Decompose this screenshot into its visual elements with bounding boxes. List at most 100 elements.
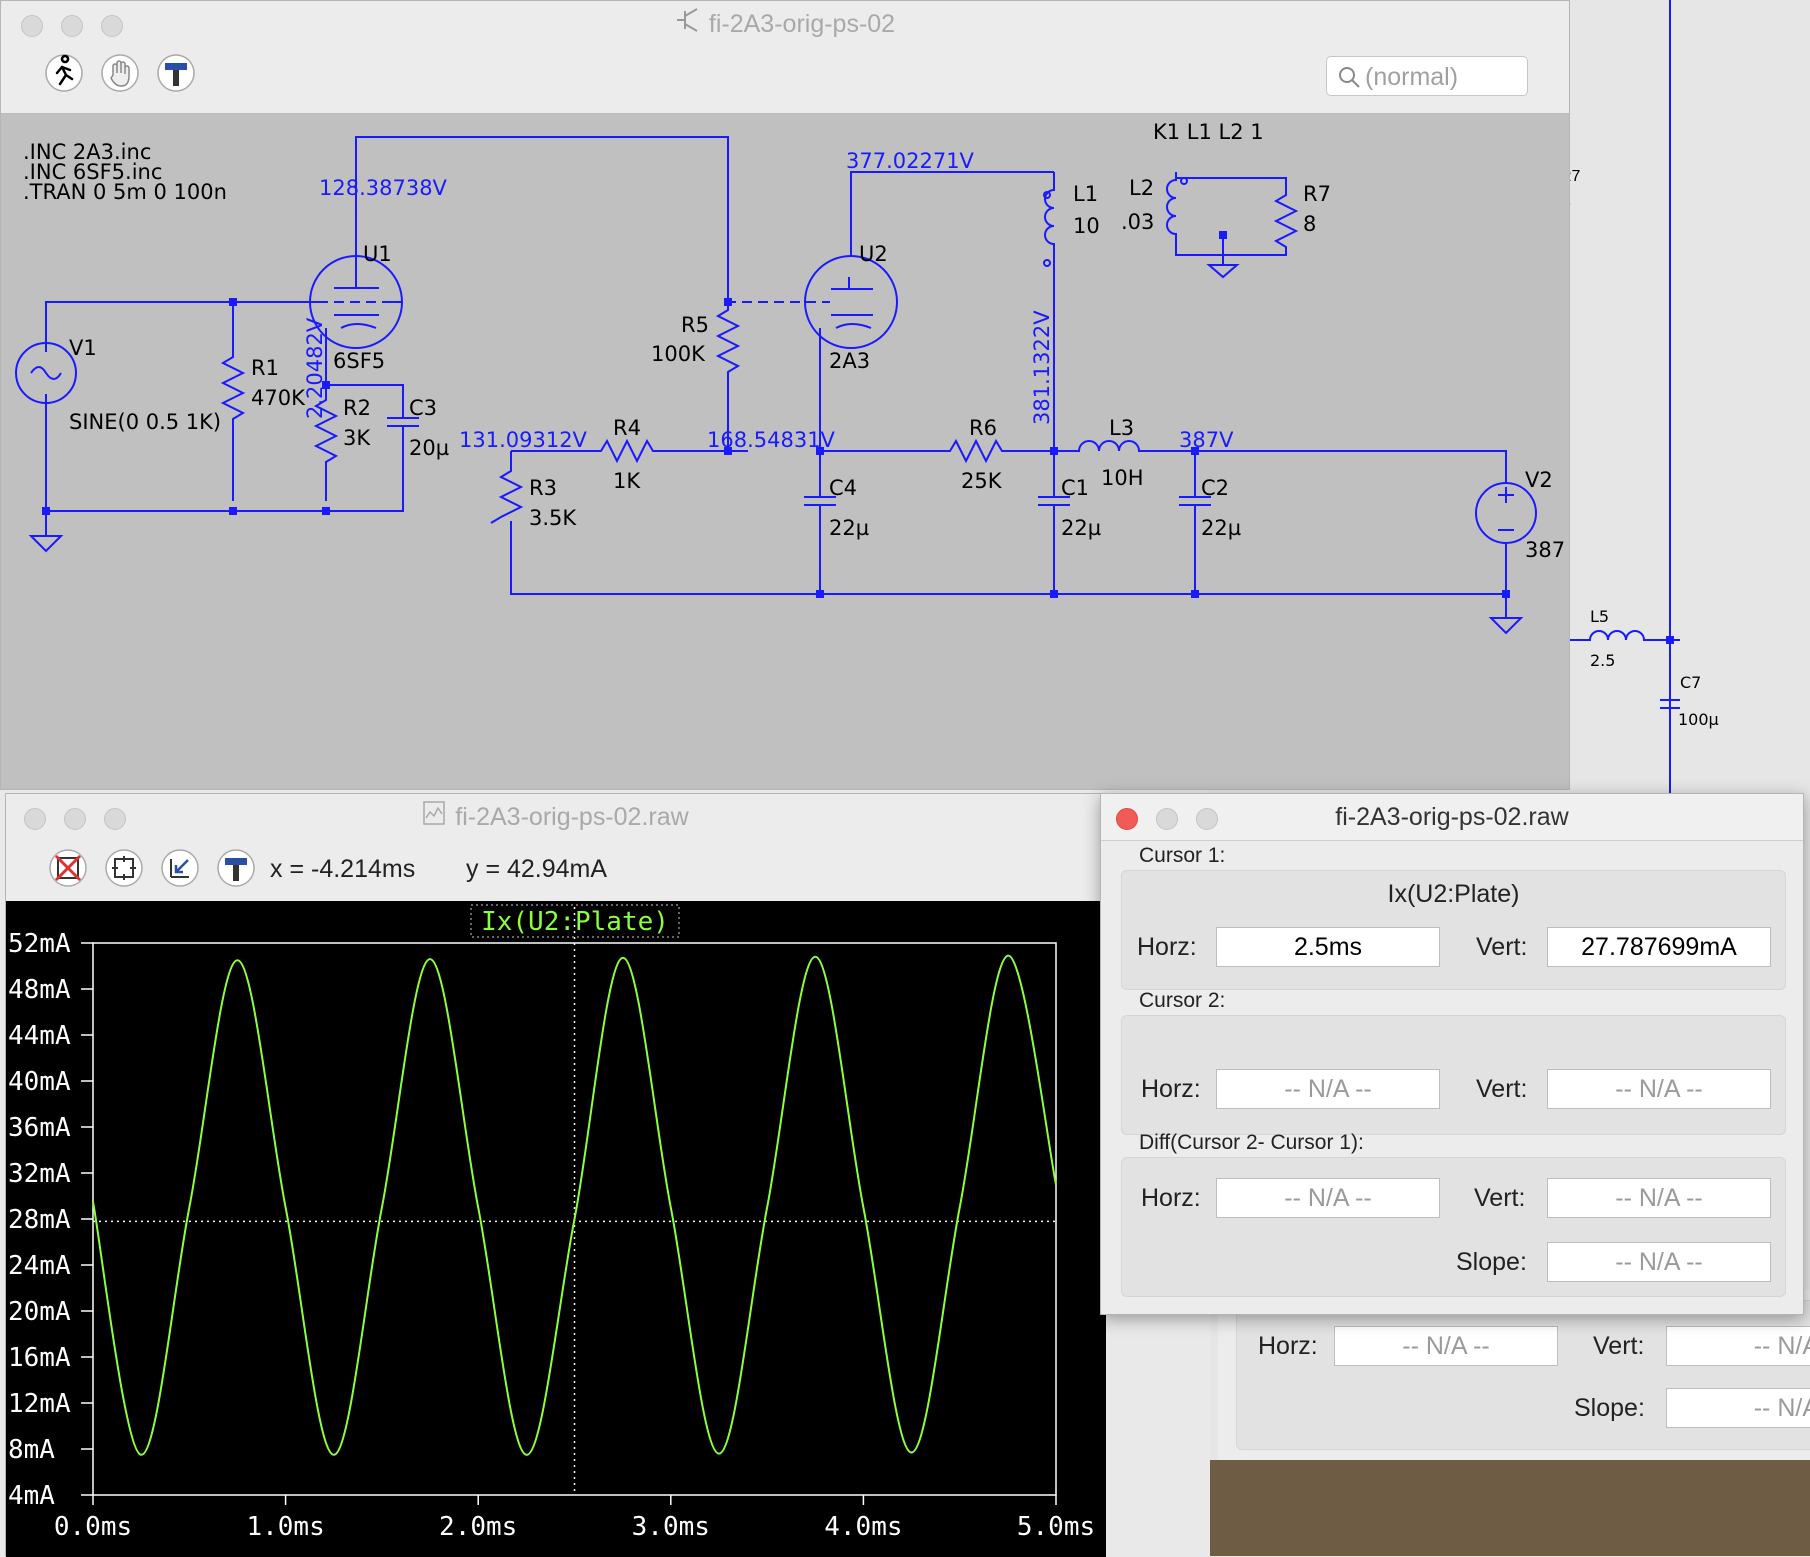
y-tick-label: 12mA	[8, 1389, 71, 1419]
cursor-title: fi-2A3-orig-ps-02.raw	[1335, 803, 1569, 831]
cursor2-vert-field[interactable]: -- N/A --	[1547, 1069, 1771, 1109]
r2-label: R2	[343, 396, 371, 420]
diff-horz-field[interactable]: -- N/A --	[1216, 1178, 1440, 1218]
waveform-close-button[interactable]	[24, 808, 46, 830]
autorange-icon[interactable]	[48, 848, 88, 888]
cursor1-vert-label: Vert:	[1476, 933, 1528, 961]
r6-label: R6	[969, 416, 997, 440]
directive-k1: K1 L1 L2 1	[1153, 120, 1264, 144]
voltage-2: 2.20482V	[303, 317, 327, 419]
u1-label: U1	[363, 242, 392, 266]
halt-icon[interactable]	[100, 53, 140, 93]
r5-value: 100K	[651, 342, 706, 366]
u1-value: 6SF5	[333, 349, 385, 373]
r2-value: 3K	[343, 426, 371, 450]
directive-inc-2a3: .INC 2A3.inc	[23, 140, 151, 164]
c2-label: C2	[1201, 476, 1229, 500]
waveform-plot[interactable]: 52mA48mA44mA40mA36mA32mA28mA24mA20mA16mA…	[6, 901, 1106, 1557]
r3-value: 3.5K	[529, 506, 577, 530]
readout-x: x = -4.214ms	[270, 855, 416, 883]
v1-value: SINE(0 0.5 1K)	[69, 410, 221, 434]
x-tick-label: 4.0ms	[824, 1512, 902, 1542]
bg-slope-label: Slope:	[1574, 1394, 1645, 1422]
cursor-titlebar	[1101, 794, 1803, 841]
directive-inc-6sf5: .INC 6SF5.inc	[23, 160, 162, 184]
search-field[interactable]: (normal)	[1326, 56, 1528, 96]
minimize-button[interactable]	[61, 15, 83, 37]
schematic-titlebar	[1, 1, 1569, 114]
voltage-387: 387V	[1179, 428, 1234, 452]
waveform-minimize-button[interactable]	[64, 808, 86, 830]
v1-label: V1	[69, 336, 97, 360]
l2-value: .03	[1121, 210, 1154, 234]
diff-label: Diff(Cursor 2- Cursor 1):	[1139, 1131, 1364, 1154]
voltage-128: 128.38738V	[319, 176, 448, 200]
y-tick-label: 36mA	[8, 1113, 71, 1143]
waveform-doc-icon	[421, 795, 447, 841]
r3-label: R3	[529, 476, 557, 500]
cursor1-label: Cursor 1:	[1139, 844, 1226, 867]
zoom-extents-icon[interactable]	[104, 848, 144, 888]
y-tick-label: 48mA	[8, 975, 71, 1005]
l2-label: L2	[1129, 176, 1154, 200]
cursor2-horz-field[interactable]: -- N/A --	[1216, 1069, 1440, 1109]
y-tick-label: 32mA	[8, 1159, 71, 1189]
run-icon[interactable]	[44, 53, 84, 93]
x-tick-label: 2.0ms	[439, 1512, 517, 1542]
diff-vert-field[interactable]: -- N/A --	[1547, 1178, 1771, 1218]
cursor2-label: Cursor 2:	[1139, 989, 1226, 1012]
y-tick-label: 40mA	[8, 1067, 71, 1097]
waveform-zoom-button[interactable]	[104, 808, 126, 830]
x-tick-label: 5.0ms	[1017, 1512, 1095, 1542]
bg-slope-field[interactable]: -- N/A	[1666, 1388, 1810, 1428]
waveform-title: fi-2A3-orig-ps-02.raw	[6, 794, 1104, 840]
cursor1-vert-field[interactable]: 27.787699mA	[1547, 927, 1771, 967]
background-cursor-window: Horz: -- N/A -- Vert: -- N/A Slope: -- N…	[1218, 1290, 1810, 1460]
bg-horz-label: Horz:	[1258, 1332, 1318, 1360]
diff-slope-field[interactable]: -- N/A --	[1547, 1242, 1771, 1282]
cursor-minimize-button[interactable]	[1156, 808, 1178, 830]
v2-value: 387	[1525, 538, 1565, 562]
c7-label: C7	[1680, 673, 1701, 692]
c4-label: C4	[829, 476, 857, 500]
c3-value: 20µ	[409, 436, 449, 460]
y-tick-label: 52mA	[8, 929, 71, 959]
y-tick-label: 44mA	[8, 1021, 71, 1051]
waveform-window: fi-2A3-orig-ps-02.raw x = -4.214ms y = 4…	[5, 793, 1106, 1557]
schematic-title-text: fi-2A3-orig-ps-02	[708, 10, 896, 38]
voltage-377: 377.02271V	[846, 149, 975, 173]
schematic-title: fi-2A3-orig-ps-02	[1, 1, 1569, 47]
trace-label[interactable]: Ix(U2:Plate)	[481, 907, 669, 937]
voltage-168: 168.54831V	[707, 428, 836, 452]
voltage-131: 131.09312V	[459, 428, 588, 452]
directive-tran: .TRAN 0 5m 0 100n	[23, 180, 227, 204]
background-schematic: L5 2.5 C7 100µ	[1570, 0, 1719, 800]
x-tick-label: 3.0ms	[632, 1512, 710, 1542]
x-tick-label: 1.0ms	[246, 1512, 324, 1542]
y-tick-label: 20mA	[8, 1297, 71, 1327]
desktop-wallpaper	[1210, 1460, 1810, 1556]
y-tick-label: 4mA	[8, 1481, 55, 1511]
waveform-title-text: fi-2A3-orig-ps-02.raw	[455, 803, 689, 831]
zoom-button[interactable]	[101, 15, 123, 37]
bg-horz-field[interactable]: -- N/A --	[1334, 1326, 1558, 1366]
cursor-zoom-button[interactable]	[1196, 808, 1218, 830]
waveform-hammer-icon[interactable]	[216, 848, 256, 888]
close-button[interactable]	[21, 15, 43, 37]
l5-value: 2.5	[1590, 651, 1615, 670]
c4-value: 22µ	[829, 516, 869, 540]
zoom-back-icon[interactable]	[160, 848, 200, 888]
l3-label: L3	[1109, 416, 1134, 440]
r4-label: R4	[613, 416, 641, 440]
l5-label: L5	[1590, 607, 1609, 626]
r6-value: 25K	[961, 469, 1003, 493]
r5-label: R5	[681, 313, 709, 337]
r1-label: R1	[251, 356, 279, 380]
cursor-close-button[interactable]	[1116, 808, 1138, 830]
v2-label: V2	[1525, 468, 1553, 492]
cursor1-horz-field[interactable]: 2.5ms	[1216, 927, 1440, 967]
readout-y: y = 42.94mA	[466, 855, 608, 883]
bg-vert-field[interactable]: -- N/A	[1666, 1326, 1810, 1366]
hammer-icon[interactable]	[156, 53, 196, 93]
r1-value: 470K	[251, 386, 306, 410]
